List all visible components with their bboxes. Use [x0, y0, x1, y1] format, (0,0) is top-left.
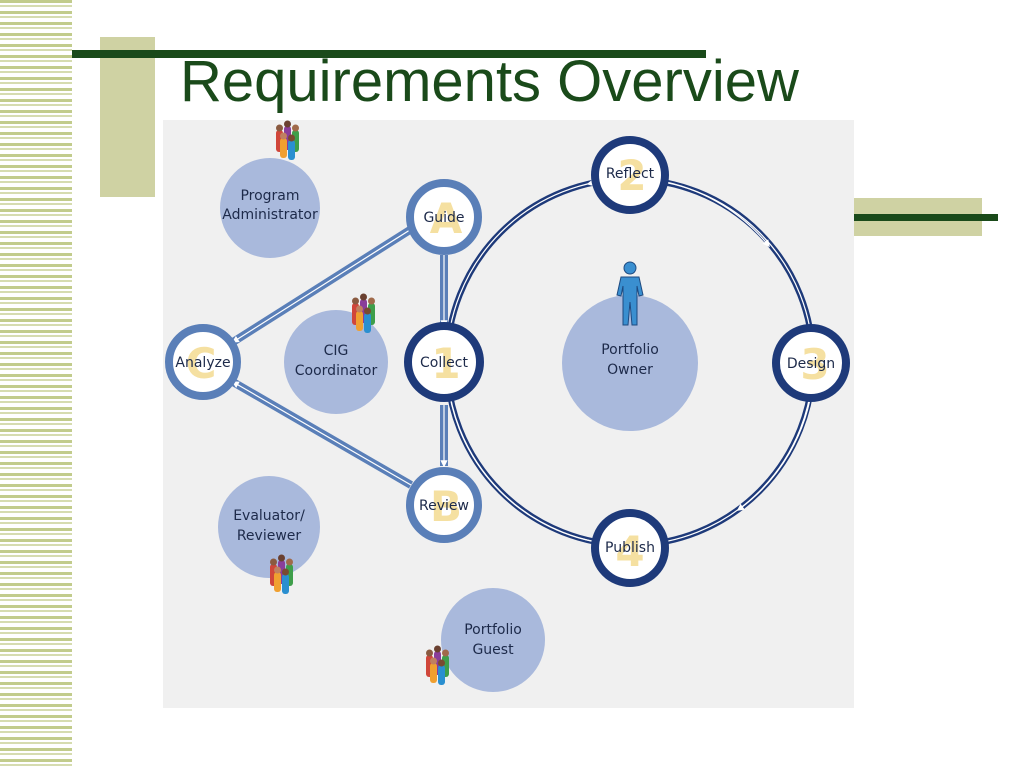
portfolio-guest-role: Portfolio Guest	[426, 588, 545, 692]
evaluator-line2: Reviewer	[237, 528, 302, 544]
evaluator-line1: Evaluator/	[233, 508, 305, 524]
decorative-block-left	[100, 37, 155, 197]
decorative-bar-right	[840, 214, 998, 221]
evaluator-reviewer-role: Evaluator/ Reviewer	[218, 476, 320, 594]
decorative-stripes	[0, 0, 72, 768]
program-administrator-line2: Administrator	[222, 207, 318, 223]
cig-coordinator-line1: CIG	[324, 343, 349, 359]
stage-analyze-marker: C	[186, 339, 217, 388]
slide-title: Requirements Overview	[180, 49, 799, 114]
portfolio-owner-line1: Portfolio	[601, 342, 659, 358]
stage-reflect[interactable]: 2 Reflect	[591, 136, 669, 214]
stage-collect-marker: 1	[431, 339, 460, 388]
program-administrator-role: Program Administrator	[220, 120, 320, 258]
stage-design-label: Design	[787, 356, 835, 372]
stage-reflect-label: Reflect	[606, 166, 655, 182]
person-icon	[616, 261, 644, 326]
portfolio-owner-role: Portfolio Owner	[562, 261, 698, 431]
stage-collect-label: Collect	[420, 355, 468, 371]
stage-analyze-label: Analyze	[175, 355, 230, 371]
requirements-diagram: Program Administrator CIG Coordinator Ev…	[163, 120, 854, 708]
stage-publish-label: Publish	[605, 540, 655, 556]
decorative-bar-top	[72, 50, 706, 58]
stage-review-label: Review	[419, 498, 469, 514]
portfolio-guest-line2: Guest	[472, 642, 514, 658]
stage-publish-marker: 4	[615, 527, 644, 576]
program-administrator-line1: Program	[240, 188, 299, 204]
stage-design-marker: 3	[800, 340, 829, 389]
stage-review-marker: B	[430, 482, 462, 531]
stage-design[interactable]: 3 Design	[772, 324, 850, 402]
portfolio-owner-line2: Owner	[607, 362, 653, 378]
stage-reflect-marker: 2	[617, 151, 646, 200]
cig-coordinator-role: CIG Coordinator	[284, 293, 388, 414]
stage-guide[interactable]: A Guide	[406, 179, 482, 255]
stage-collect[interactable]: 1 Collect	[404, 322, 484, 402]
stage-publish[interactable]: 4 Publish	[591, 509, 669, 587]
cig-coordinator-line2: Coordinator	[295, 363, 378, 379]
stage-analyze[interactable]: C Analyze	[165, 324, 241, 400]
stage-guide-marker: A	[430, 194, 463, 243]
portfolio-guest-line1: Portfolio	[464, 622, 522, 638]
stage-guide-label: Guide	[423, 210, 464, 226]
stage-review[interactable]: B Review	[406, 467, 482, 543]
